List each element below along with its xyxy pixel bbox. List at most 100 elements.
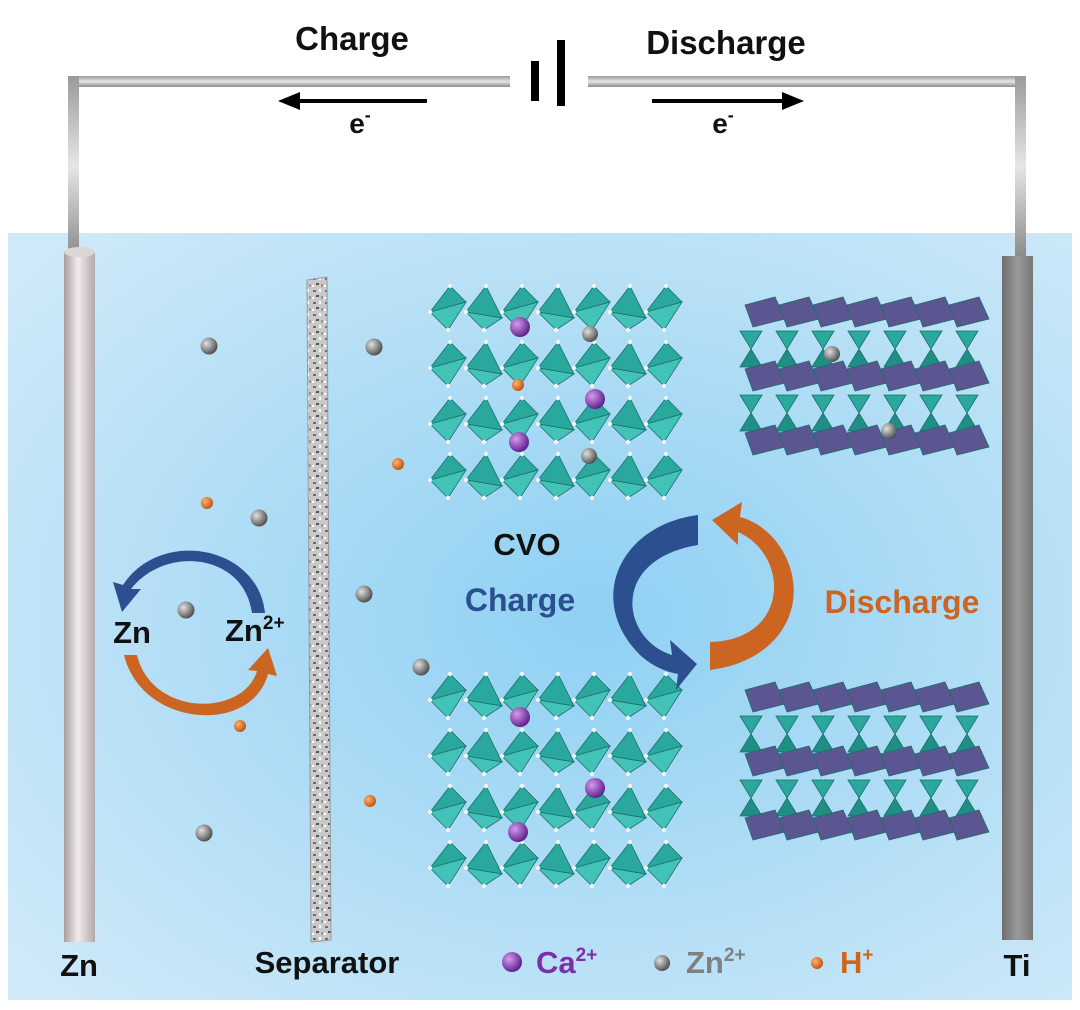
ti-cathode-label: Ti: [1004, 948, 1031, 983]
oxygen-atom: [626, 496, 630, 500]
oxygen-atom: [446, 384, 450, 388]
oxygen-atom: [500, 422, 504, 426]
oxygen-atom: [448, 396, 452, 400]
oxygen-atom: [554, 328, 558, 332]
oxygen-atom: [484, 452, 488, 456]
cvo-label: CVO: [493, 527, 560, 562]
oxygen-atom: [590, 828, 594, 832]
oxygen-atom: [572, 866, 576, 870]
electron-label-left: e-: [349, 105, 371, 139]
oxygen-atom: [464, 366, 468, 370]
oxygen-atom: [520, 728, 524, 732]
oxygen-atom: [520, 340, 524, 344]
oxygen-atom: [536, 422, 540, 426]
oxygen-atom: [590, 884, 594, 888]
oxygen-atom: [520, 672, 524, 676]
h-ion: [392, 458, 404, 470]
h-ion: [512, 379, 524, 391]
oxygen-atom: [482, 716, 486, 720]
oxygen-atom: [662, 328, 666, 332]
oxygen-atom: [554, 716, 558, 720]
oxygen-atom: [428, 422, 432, 426]
separator: [307, 277, 331, 942]
oxygen-atom: [664, 284, 668, 288]
oxygen-atom: [626, 772, 630, 776]
oxygen-atom: [446, 440, 450, 444]
zn-ion: [366, 339, 383, 356]
oxygen-atom: [428, 310, 432, 314]
oxygen-atom: [662, 716, 666, 720]
zn-ion: [581, 448, 597, 464]
oxygen-atom: [484, 284, 488, 288]
oxygen-atom: [446, 716, 450, 720]
oxygen-atom: [626, 828, 630, 832]
oxygen-atom: [662, 440, 666, 444]
oxygen-atom: [500, 698, 504, 702]
oxygen-atom: [572, 422, 576, 426]
zn-ion: [201, 338, 218, 355]
ca-ion: [585, 389, 605, 409]
oxygen-atom: [590, 772, 594, 776]
oxygen-atom: [592, 840, 596, 844]
oxygen-atom: [520, 284, 524, 288]
battery-symbol-icon: [531, 40, 565, 106]
oxygen-atom: [428, 754, 432, 758]
oxygen-atom: [500, 810, 504, 814]
ca-ion: [510, 317, 530, 337]
oxygen-atom: [556, 728, 560, 732]
oxygen-atom: [608, 310, 612, 314]
zn-anode: [64, 247, 95, 942]
oxygen-atom: [482, 828, 486, 832]
discharge-label: Discharge: [646, 24, 806, 61]
oxygen-atom: [500, 478, 504, 482]
oxygen-atom: [448, 284, 452, 288]
oxygen-atom: [556, 784, 560, 788]
oxygen-atom: [556, 672, 560, 676]
cathode-discharge-label: Discharge: [825, 584, 980, 620]
oxygen-atom: [446, 828, 450, 832]
oxygen-atom: [484, 672, 488, 676]
zn-ion: [251, 510, 268, 527]
oxygen-atom: [590, 496, 594, 500]
oxygen-atom: [556, 840, 560, 844]
oxygen-atom: [608, 698, 612, 702]
oxygen-atom: [536, 866, 540, 870]
oxygen-atom: [572, 698, 576, 702]
zn-ion: [196, 825, 213, 842]
oxygen-atom: [664, 396, 668, 400]
oxygen-atom: [518, 884, 522, 888]
oxygen-atom: [464, 478, 468, 482]
oxygen-atom: [482, 384, 486, 388]
separator-label: Separator: [255, 945, 400, 980]
oxygen-atom: [556, 452, 560, 456]
oxygen-atom: [572, 310, 576, 314]
oxygen-atom: [590, 384, 594, 388]
oxygen-atom: [448, 840, 452, 844]
oxygen-atom: [536, 310, 540, 314]
oxygen-atom: [556, 396, 560, 400]
oxygen-atom: [590, 716, 594, 720]
ca-ion-swatch: [502, 952, 522, 972]
oxygen-atom: [446, 496, 450, 500]
zn-metal-label: Zn: [113, 615, 151, 650]
zn-ion: [824, 346, 840, 362]
oxygen-atom: [554, 828, 558, 832]
oxygen-atom: [464, 866, 468, 870]
oxygen-atom: [662, 772, 666, 776]
electron-label-right: e-: [712, 105, 734, 139]
oxygen-atom: [428, 478, 432, 482]
oxygen-atom: [664, 784, 668, 788]
oxygen-atom: [628, 784, 632, 788]
oxygen-atom: [662, 828, 666, 832]
oxygen-atom: [626, 440, 630, 444]
oxygen-atom: [572, 478, 576, 482]
oxygen-atom: [464, 310, 468, 314]
oxygen-atom: [518, 496, 522, 500]
oxygen-atom: [556, 284, 560, 288]
oxygen-atom: [664, 452, 668, 456]
zn-ion: [582, 326, 598, 342]
h-ion-swatch: [811, 957, 823, 969]
oxygen-atom: [644, 422, 648, 426]
oxygen-atom: [482, 772, 486, 776]
